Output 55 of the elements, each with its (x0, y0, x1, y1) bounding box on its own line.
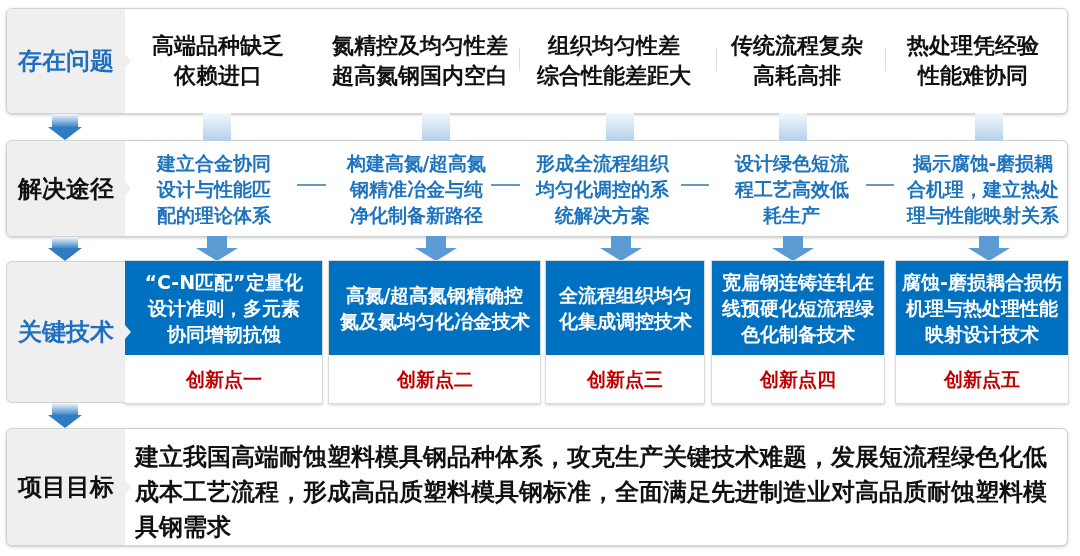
flow-arrow (48, 403, 82, 428)
technology-heading: 腐蚀-磨损耦合损伤机理与热处理性能映射设计技术 (896, 261, 1068, 355)
connector-line (680, 184, 710, 186)
row-label: 存在问题 (7, 9, 131, 113)
problem-text: 综合性能差距大 (537, 62, 691, 90)
technology-card (896, 261, 1068, 403)
down-arrow (772, 236, 814, 261)
technology-card (125, 261, 322, 403)
innovation-label: 创新点五 (944, 367, 1020, 391)
technology-card (712, 261, 884, 403)
solution-text: 揭示腐蚀-磨损耦合机理，建立热处理与性能映射关系 (905, 150, 1060, 228)
technology-heading: 高氮/超高氮钢精确控氮及氮均匀化冶金技术 (329, 261, 540, 355)
problem-text: 高耗高排 (753, 62, 841, 90)
problem-text: 超高氮钢国内空白 (332, 62, 508, 90)
solution-text: 设计绿色短流程工艺高效低耗生产 (733, 150, 850, 228)
goal-text: 建立我国高端耐蚀塑料模具钢品种体系，攻克生产关键技术难题，发展短流程绿色化低成本工艺流程，形成高品质塑料模具钢标准，全面满足先进制造业对高品质耐蚀塑料模具钢需求 (135, 442, 1048, 543)
connector-bar (203, 113, 231, 141)
down-arrow (196, 236, 238, 261)
flow-arrow (48, 237, 82, 261)
problem-text: 组织均匀性差 (548, 32, 680, 60)
problem-text: 传统流程复杂 (731, 32, 863, 60)
solution-text: 形成全流程组织均匀化调控的系统解决方案 (534, 150, 671, 228)
down-arrow (968, 236, 1010, 261)
innovation-label: 创新点一 (185, 367, 262, 391)
problem-text: 性能难协同 (917, 62, 1028, 90)
technology-card (329, 261, 540, 403)
down-arrow (415, 236, 457, 261)
problem-text: 热处理凭经验 (906, 32, 1039, 60)
solution-text: 建立合金协同设计与性能匹配的理论体系 (155, 150, 272, 228)
technology-card (546, 261, 704, 403)
row-band (6, 140, 1068, 237)
connector-line (865, 184, 895, 186)
innovation-label: 创新点四 (760, 367, 836, 391)
solution-text: 构建高氮/超高氮钢精准冶金与纯净化制备新路径 (345, 150, 488, 228)
connector-bar (975, 113, 1003, 141)
innovation-label: 创新点二 (396, 367, 473, 391)
problem-text: 氮精控及均匀性差 (332, 32, 508, 60)
row-band (6, 8, 1068, 114)
connector-bar (606, 113, 634, 141)
innovation-label: 创新点三 (587, 367, 663, 391)
flow-arrow (48, 114, 82, 140)
technology-heading: 全流程组织均匀化集成调控技术 (546, 261, 704, 355)
row-label: 项目目标 (7, 429, 131, 545)
row-band (6, 428, 1068, 546)
technology-heading: 宽扁钢连铸连轧在线预硬化短流程绿色化制备技术 (712, 261, 884, 355)
row-label: 解决途径 (7, 141, 131, 236)
down-arrow (600, 236, 642, 261)
technology-heading: “C-N匹配”定量化设计准则，多元素协同增韧抗蚀 (125, 261, 322, 355)
problem-text: 高端品种缺乏 (151, 32, 284, 60)
connector-bar (422, 113, 450, 141)
connector-bar (779, 113, 807, 141)
row-label: 关键技术 (6, 261, 131, 403)
connector-line (490, 184, 521, 186)
connector-line (296, 184, 327, 186)
problem-text: 依赖进口 (173, 62, 262, 90)
